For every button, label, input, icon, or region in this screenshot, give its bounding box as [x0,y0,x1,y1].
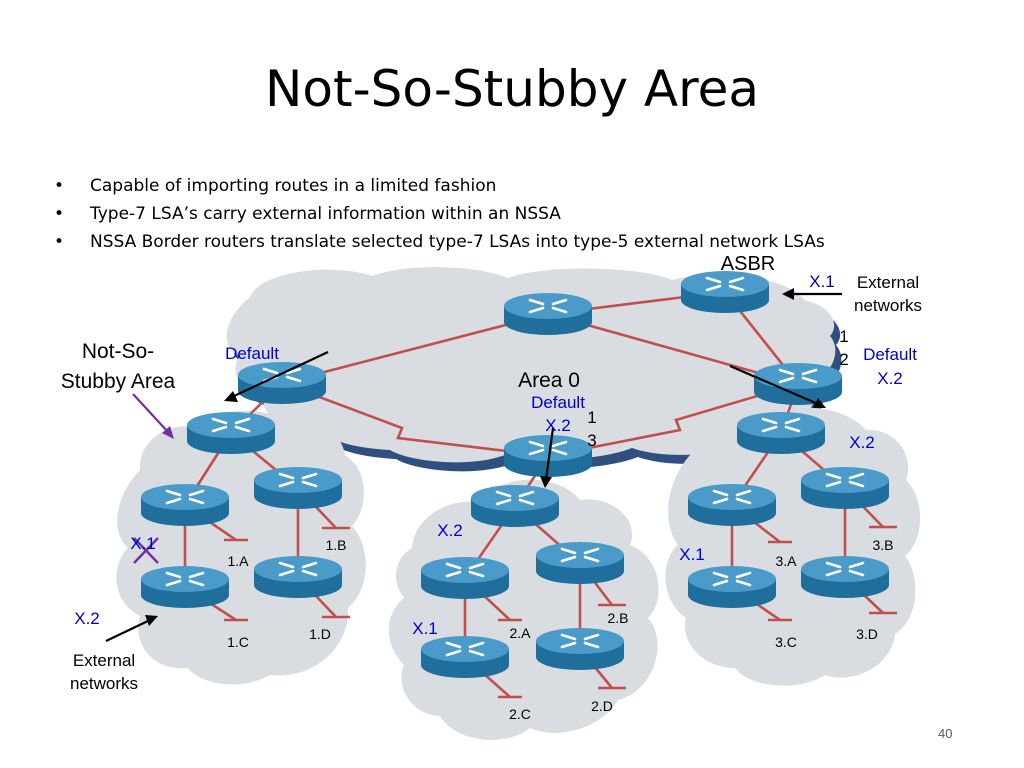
router-icon [686,564,778,610]
blocked-x-mark [133,537,159,564]
x1-label: X.1 [679,545,705,564]
router-icon [679,269,771,315]
subnet-stubs [224,525,897,699]
default-label: Default [863,345,917,364]
router-icon [469,483,561,529]
router-icon [419,634,511,680]
asbr-x1-label: X.1 [809,272,835,291]
router-icon [139,564,231,610]
router-icon [185,410,277,456]
external-networks-label: External [857,273,919,292]
asbr-label: ASBR [721,253,775,275]
nssa-label: Stubby Area [61,370,176,393]
router-icon [752,361,844,407]
subnet-label: 3.B [872,537,893,553]
subnet-label: 1.B [325,537,346,553]
x2-label: X.2 [877,369,903,388]
default-label: Default [531,393,585,412]
external-networks-label: External [73,651,135,670]
cost-label: 3 [587,431,596,450]
subnet-label: 3.A [775,553,797,569]
router-icon [534,626,626,672]
subnet-label: 3.D [856,626,878,642]
subnet-label: 2.D [591,698,613,714]
router-icon [686,482,778,528]
router-icon [735,410,827,456]
cost-label: 1 [587,408,596,427]
bullet-item: Capable of importing routes in a limited… [52,172,825,200]
router-icon [419,555,511,601]
x2-label: X.2 [849,433,875,452]
subnet-label: 2.A [509,625,531,641]
router-icon [139,482,231,528]
default-label: Default [225,344,279,363]
subnet-label: 1.C [227,634,249,650]
x2-label: X.2 [74,609,100,628]
router-icon [252,554,344,600]
subnet-label: 1.D [309,626,331,642]
slide-title: Not-So-Stubby Area [265,60,759,118]
nssa-arrow [132,393,174,439]
router-icon [502,291,594,337]
external-networks-label: networks [854,296,922,315]
bullet-list: Capable of importing routes in a limited… [52,172,825,256]
bullet-item: NSSA Border routers translate selected t… [52,228,825,256]
router-icon [799,465,891,511]
router-icon [534,540,626,586]
x2-label: X.2 [437,521,463,540]
router-icon [252,465,344,511]
subnet-label: 3.C [775,634,797,650]
subnet-label: 2.B [607,610,628,626]
subnet-label: 2.C [509,706,531,722]
page-number: 40 [938,726,953,741]
cost-label: 1 [839,327,848,346]
x1-label: X.1 [130,534,156,553]
area0-label: Area 0 [518,369,580,392]
x1-label: X.1 [412,619,438,638]
arrows [105,288,842,642]
subnet-label: 1.A [227,553,249,569]
router-icon [799,554,891,600]
router-icon [236,360,328,406]
external-networks-label: networks [70,674,138,693]
bullet-item: Type-7 LSA’s carry external information … [52,200,825,228]
x2-label: X.2 [545,416,571,435]
nssa-label: Not-So- [82,340,154,363]
cost-label: 2 [839,350,848,369]
